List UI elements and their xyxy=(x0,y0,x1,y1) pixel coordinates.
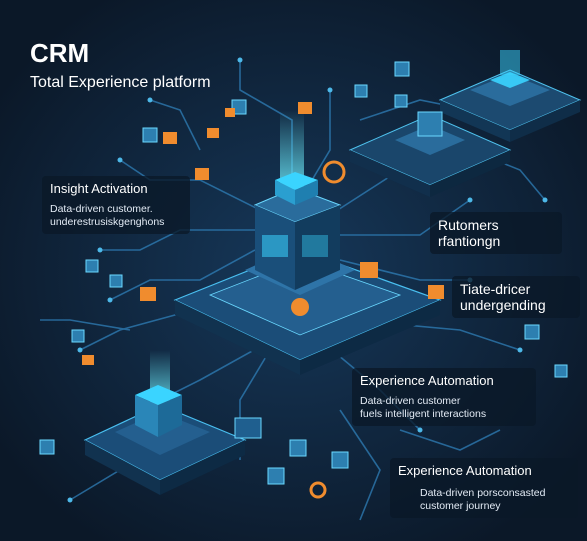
callout-text: customer journey xyxy=(420,500,501,512)
callout-heading: Tiate-dricer xyxy=(460,281,531,297)
callout-heading: Rutomers xyxy=(438,217,499,233)
callout-text: undergending xyxy=(460,297,546,313)
callout-text: underestrusiskgenghons xyxy=(50,216,165,228)
callout-text: Data-driven customer. xyxy=(50,203,153,215)
tower-bottom-left xyxy=(83,350,247,495)
tower-top-right xyxy=(438,50,582,142)
callout-text: rfantiongn xyxy=(438,233,501,249)
callout-heading: Insight Activation xyxy=(50,181,148,196)
callout-insight-activation: Insight Activation Data-driven customer.… xyxy=(42,176,190,234)
title-block: CRM Total Experience platform xyxy=(30,38,211,94)
page-title: CRM xyxy=(30,38,90,68)
callout-text: fuels intelligent interactions xyxy=(360,408,487,420)
callout-experience-automation-low: Experience Automation Data-driven porsco… xyxy=(390,458,578,518)
callout-heading: Experience Automation xyxy=(360,373,494,388)
orange-accent-cubes xyxy=(82,102,444,499)
tower-mid-right xyxy=(348,111,512,197)
callout-text: Data-driven porsconsasted xyxy=(420,487,546,499)
callout-text: Data-driven customer xyxy=(360,395,461,407)
page-subtitle: Total Experience platform xyxy=(30,74,211,91)
callout-tiate-dricer: Tiate-dricer undergending xyxy=(452,276,580,318)
floating-cubes xyxy=(39,61,568,485)
callout-heading: Experience Automation xyxy=(398,463,532,478)
callout-experience-automation-mid: Experience Automation Data-driven custom… xyxy=(352,368,536,426)
callout-rutomers: Rutomers rfantiongn xyxy=(430,212,562,254)
central-tower xyxy=(253,110,342,290)
